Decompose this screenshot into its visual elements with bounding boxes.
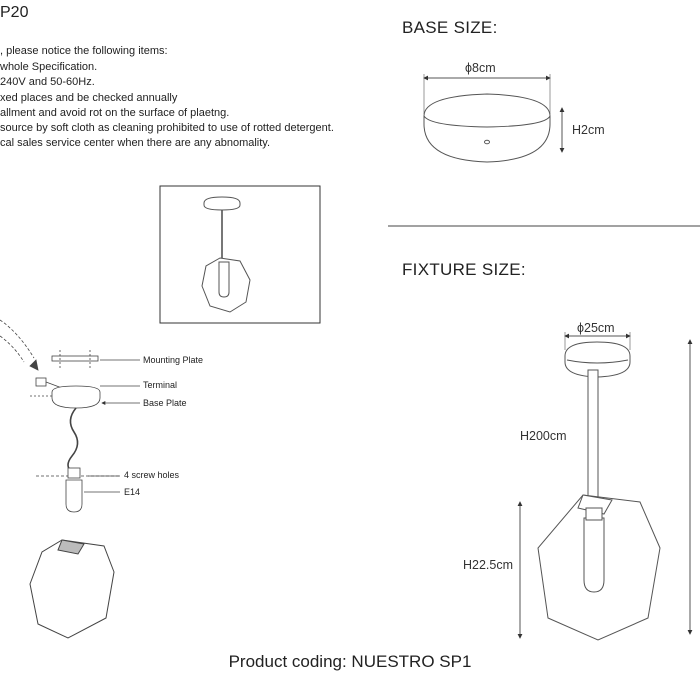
base-drawing [423, 74, 565, 163]
terminal-label: Terminal [143, 380, 178, 390]
socket-label: E14 [124, 487, 141, 497]
installation-view [0, 319, 140, 639]
notice-line: whole Specification. [0, 61, 98, 73]
base-size-heading: BASE SIZE: [402, 18, 498, 37]
notice-line: 240V and 50-60Hz. [0, 76, 95, 88]
notice-line: source by soft cloth as cleaning prohibi… [0, 122, 334, 134]
notice-line: allment and avoid rot on the surface of … [0, 107, 230, 119]
product-preview [159, 185, 321, 324]
model-fragment: P20 [0, 4, 29, 21]
fixture-shade-height-label: H22.5cm [463, 558, 514, 572]
fixture-size-heading: FIXTURE SIZE: [402, 260, 526, 279]
notice-line: xed places and be checked annually [0, 92, 178, 104]
notice-line: cal sales service center when there are … [0, 137, 271, 149]
fixture-drawing [517, 332, 693, 641]
mounting-plate-label: Mounting Plate [143, 355, 204, 365]
screw-holes-label: 4 screw holes [124, 470, 180, 480]
fixture-total-height-label: H200cm [520, 429, 567, 443]
product-coding: Product coding: NUESTRO SP1 [228, 652, 472, 671]
base-diameter-label: ϕ8cm [465, 61, 496, 75]
fixture-diameter-label: ϕ25cm [577, 321, 615, 335]
base-plate-label: Base Plate [143, 398, 187, 408]
base-height-label: H2cm [572, 123, 605, 137]
notice-line: , please notice the following items: [0, 45, 168, 57]
